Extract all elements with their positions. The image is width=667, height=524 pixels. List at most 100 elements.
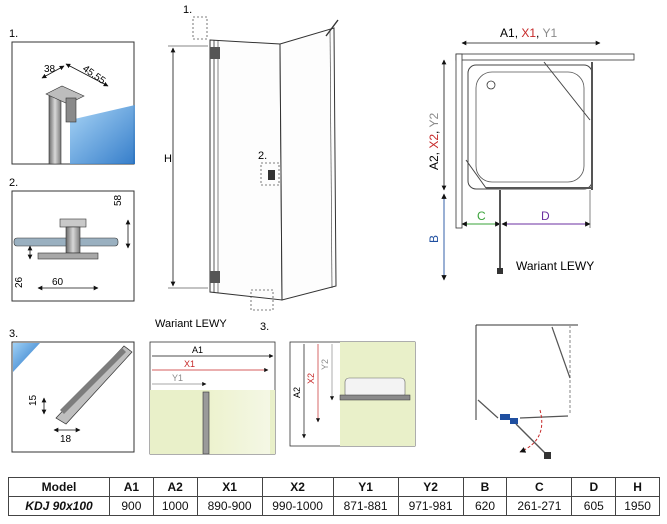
opening-door-handle [544, 452, 551, 459]
opening-front-right [519, 415, 569, 419]
opening-plan [475, 324, 578, 459]
header-d: D [571, 477, 617, 497]
detail-3-glass [13, 343, 40, 372]
detail-3-profile-channel [60, 348, 126, 414]
measure-front-y: Y1 [172, 373, 183, 383]
wall-top [455, 53, 635, 61]
top-dim-x: X1 [521, 26, 536, 40]
header-x1: X1 [196, 477, 263, 497]
header-c: C [506, 477, 573, 497]
cell-h: 1950 [615, 496, 660, 516]
hinge-bottom [210, 271, 220, 283]
shower-tray-inner [475, 71, 585, 183]
opening-door-closed [551, 326, 571, 379]
detail-2-frame [11, 190, 135, 302]
cell-x2: 990-1000 [261, 496, 334, 516]
open-door-handle [497, 268, 503, 274]
side-panel [279, 27, 337, 301]
measure-front-view: A1 X1 Y1 [149, 341, 276, 455]
detail-3-profile [55, 345, 133, 425]
side-panel-edge [329, 29, 333, 289]
measure-front-profile [202, 391, 210, 455]
measure-front-glass [210, 390, 270, 454]
detail-2-dim-width: 60 [52, 277, 64, 288]
cell-model: KDJ 90x100 [8, 496, 110, 516]
detail-1-dim-line-b [65, 63, 109, 87]
measure-side-a: A2 [292, 387, 302, 398]
side-dim-x: X2 [427, 134, 441, 149]
header-a1: A1 [109, 477, 154, 497]
drain [486, 80, 496, 90]
cell-b: 620 [462, 496, 508, 516]
detail-2-number: 2. [9, 177, 18, 189]
side-dim-sep1: , [427, 149, 441, 156]
side-dim-sep2: , [427, 128, 441, 134]
detail-1-glass [70, 105, 135, 164]
detail-3-dim-width: 18 [60, 434, 72, 445]
detail-2: 2. 58 26 60 [9, 177, 135, 302]
specs-table: Model A1 A2 X1 X2 Y1 Y2 B C D H KDJ 90x1… [8, 477, 660, 516]
top-dim-a: A1 [500, 26, 515, 40]
detail-2-hinge-body [65, 226, 81, 254]
header-y2: Y2 [397, 477, 464, 497]
door-glass-top [543, 61, 591, 121]
detail-2-dim-height: 58 [113, 194, 124, 206]
side-dim-a: A2 [427, 155, 441, 170]
opening-hinge-b [510, 418, 518, 424]
callout-1-box [192, 16, 208, 40]
detail-1-number: 1. [9, 28, 18, 40]
front-variant-label: Wariant LEWY [155, 318, 227, 330]
opening-door-open [515, 423, 549, 457]
specs-data-row: KDJ 90x100 900 1000 890-900 990-1000 871… [8, 496, 660, 516]
height-label: H [164, 153, 172, 165]
hinge-top [210, 47, 220, 59]
top-dim-sep2: , [536, 26, 542, 40]
header-b: B [462, 477, 508, 497]
detail-1-profile-vertical [48, 95, 62, 165]
header-x2: X2 [261, 477, 334, 497]
top-dim-label: A1, X1, Y1 [500, 26, 558, 40]
measure-side-profile [339, 394, 411, 401]
callout-2-box [260, 162, 280, 186]
callout-1: 1. [183, 4, 192, 16]
detail-1-profile-side [65, 97, 77, 123]
c-label: C [477, 209, 486, 223]
handle [268, 170, 275, 180]
detail-2-hinge-top [59, 218, 87, 228]
specs-header-row: Model A1 A2 X1 X2 Y1 Y2 B C D H [8, 477, 660, 497]
measure-side-view: A2 X2 Y2 [289, 341, 416, 447]
opening-swing-arc [519, 409, 543, 453]
top-dim-y: Y1 [543, 26, 558, 40]
cell-a2: 1000 [152, 496, 198, 516]
measure-side-x: X2 [306, 373, 316, 384]
measure-side-y: Y2 [320, 359, 330, 370]
cell-d: 605 [571, 496, 617, 516]
top-dim-sep1: , [515, 26, 522, 40]
side-dim-y: Y2 [427, 112, 441, 127]
cell-a1: 900 [109, 496, 154, 516]
detail-1-dim-a: 38 [44, 64, 56, 75]
detail-3: 3. 15 18 [9, 328, 135, 453]
detail-1-dim-line-a [41, 65, 65, 79]
measure-front-a: A1 [192, 345, 203, 355]
b-label: B [427, 235, 441, 243]
detail-1: 1. 38 45.55 [9, 28, 135, 165]
d-label: D [541, 209, 550, 223]
top-variant-label: Wariant LEWY [516, 259, 594, 273]
cell-c: 261-271 [506, 496, 573, 516]
detail-3-number: 3. [9, 328, 18, 340]
cell-y1: 871-881 [332, 496, 399, 516]
header-y1: Y1 [332, 477, 399, 497]
top-view: A1, X1, Y1 A2, X2, Y2 C D B Wariant LEWY [427, 26, 635, 281]
wall-left [455, 53, 463, 229]
callout-3-box [250, 289, 274, 311]
callout-3: 3. [260, 321, 269, 333]
front-view: 1. H 2. 3. Wariant LEWY [155, 4, 339, 333]
door-glass-line [465, 159, 487, 189]
opening-front-left [477, 399, 499, 419]
cell-x1: 890-900 [196, 496, 263, 516]
stabilizer-bar [325, 19, 339, 37]
detail-2-dim-bottom: 26 [14, 276, 25, 288]
measure-front-x: X1 [184, 359, 195, 369]
header-h: H [615, 477, 660, 497]
